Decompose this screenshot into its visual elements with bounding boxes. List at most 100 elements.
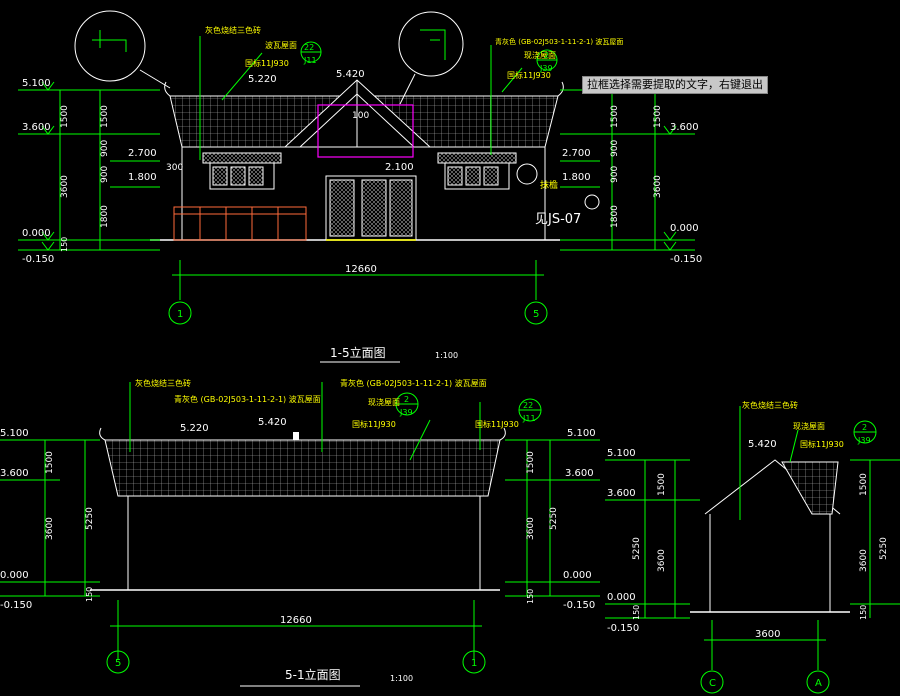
ref-num-22: 22 — [304, 43, 314, 52]
level-br-0000: 0.000 — [563, 570, 592, 581]
vdim-r-900-b: 900 — [610, 166, 620, 183]
elevation-1-5: 灰色烧结三色砖 波瓦屋面 青灰色 (GB-02J503-1-11-2-1) 波瓦… — [18, 10, 702, 363]
span-12660-top: 12660 — [345, 264, 377, 275]
note-brick-side: 灰色烧结三色砖 — [742, 400, 798, 410]
note-brick-b: 灰色烧结三色砖 — [135, 378, 191, 388]
ref-b-sheet-j11: J11 — [522, 414, 536, 423]
note-roof-spec-b2: 青灰色 (GB-02J503-1-11-2-1) 波瓦屋面 — [340, 378, 487, 388]
note-standard-b2: 国标11J930 — [475, 419, 519, 429]
vdim-b-5250: 5250 — [85, 507, 95, 530]
level-0000: 0.000 — [22, 228, 51, 239]
vdim-1500-b: 1500 — [100, 105, 110, 128]
note-standard-1: 国标11J930 — [245, 58, 289, 68]
vdim-900-b: 900 — [100, 166, 110, 183]
note-brick: 灰色烧结三色砖 — [205, 25, 261, 35]
axis-bubble-a — [806, 670, 830, 694]
span-12660-bottom: 12660 — [280, 615, 312, 626]
span-3600-side: 3600 — [755, 629, 780, 640]
ref-b-sheet-j39: J39 — [399, 408, 413, 417]
axis-bubble-1-b — [462, 650, 486, 674]
axis-bubble-1 — [168, 301, 192, 325]
vdim-s-3600: 3600 — [657, 549, 667, 572]
level-1800: 1.800 — [128, 172, 157, 183]
elevation-side: 灰色烧结三色砖 现浇屋面 国标11J930 2 J39 5.100 3.600 … — [605, 400, 900, 694]
level-b-5100: 5.100 — [0, 428, 29, 439]
note-standard-side: 国标11J930 — [800, 439, 844, 449]
vdim-r-900-a: 900 — [610, 140, 620, 157]
window-right — [437, 152, 517, 190]
ref-b-num-2: 2 — [404, 395, 409, 404]
level-s-0000: 0.000 — [607, 592, 636, 603]
ref-s-num-2: 2 — [862, 423, 867, 432]
axis-label-c: C — [709, 678, 716, 689]
axis-label-a: A — [815, 678, 822, 689]
axis-bubble-5 — [524, 301, 548, 325]
vdim-s-1500: 1500 — [657, 473, 667, 496]
dim-300: 300 — [166, 163, 183, 173]
level-right-0000: 0.000 — [670, 223, 699, 234]
level-2700: 2.700 — [128, 148, 157, 159]
window-left — [202, 152, 282, 190]
level-5220: 5.220 — [248, 74, 277, 85]
level-br-3600: 3.600 — [565, 468, 594, 479]
level-b-3600: 3.600 — [0, 468, 29, 479]
elevation-5-1: 灰色烧结三色砖 青灰色 (GB-02J503-1-11-2-1) 波瓦屋面 青灰… — [0, 378, 600, 687]
ref-sheet-j11: J11 — [303, 56, 317, 65]
detail-circle-left — [74, 10, 146, 82]
span-dimension — [172, 260, 544, 300]
vdim-r-1500-b: 1500 — [653, 105, 663, 128]
level-b-minus-0150: -0.150 — [0, 600, 32, 611]
level-br-5100: 5.100 — [567, 428, 596, 439]
vdim-sr-5250: 5250 — [879, 537, 889, 560]
vdim-sr-1500: 1500 — [859, 473, 869, 496]
note-roof-spec: 青灰色 (GB-02J503-1-11-2-1) 波瓦屋面 — [495, 37, 623, 46]
eave-curl-right — [557, 81, 564, 97]
level-s-5420: 5.420 — [748, 439, 777, 450]
vdim-r-1500: 1500 — [610, 105, 620, 128]
vdim-b-1500: 1500 — [45, 451, 55, 474]
axis-label-5-b: 5 — [115, 658, 121, 669]
ref-b-num-22: 22 — [523, 401, 533, 410]
vdim-s-5250: 5250 — [632, 537, 642, 560]
level-5420: 5.420 — [336, 69, 365, 80]
note-eave: 抹檐 — [540, 179, 558, 191]
scale-top: 1:100 — [435, 351, 458, 360]
ref-s-sheet-j39: J39 — [857, 436, 871, 445]
level-marks-left — [18, 81, 160, 251]
axis-bubble-c — [700, 670, 724, 694]
note-standard-b1: 国标11J930 — [352, 419, 396, 429]
vdim-900-a: 900 — [100, 140, 110, 157]
level-right-2700: 2.700 — [562, 148, 591, 159]
vdim-r-3600: 3600 — [653, 175, 663, 198]
level-3600: 3.600 — [22, 122, 51, 133]
ref-num-2: 2 — [544, 51, 549, 60]
vdim-br-150: 150 — [526, 589, 535, 604]
level-b-5220: 5.220 — [180, 423, 209, 434]
selection-tooltip: 拉框选择需要提取的文字，右键退出 — [582, 76, 768, 94]
vdim-1800: 1800 — [100, 205, 110, 228]
central-doors — [325, 175, 417, 241]
axis-label-1: 1 — [177, 309, 183, 320]
note-cast-roof-b: 现浇屋面 — [368, 397, 400, 407]
level-s-minus-0150: -0.150 — [607, 623, 639, 634]
note-standard-2: 国标11J930 — [507, 70, 551, 80]
title-5-1: 5-1立面图 — [285, 667, 341, 682]
vdim-3600-a: 3600 — [60, 175, 70, 198]
note-roof-spec-b1: 青灰色 (GB-02J503-1-11-2-1) 波瓦屋面 — [174, 394, 321, 404]
level-5100: 5.100 — [22, 78, 51, 89]
axis-label-1-b: 1 — [471, 658, 477, 669]
level-b-0000: 0.000 — [0, 570, 29, 581]
vdim-b-3600: 3600 — [45, 517, 55, 540]
title-1-5: 1-5立面图 — [330, 345, 386, 360]
eave-curl-left — [164, 81, 171, 97]
level-right-1800: 1.800 — [562, 172, 591, 183]
vdim-br-5250: 5250 — [549, 507, 559, 530]
level-minus-0150: -0.150 — [22, 254, 54, 265]
vdim-br-1500: 1500 — [526, 451, 536, 474]
dim-100: 100 — [352, 111, 369, 121]
note-cast-roof-side: 现浇屋面 — [793, 421, 825, 431]
level-right-minus-0150: -0.150 — [670, 254, 702, 265]
vdim-br-3600: 3600 — [526, 517, 536, 540]
level-s-3600: 3.600 — [607, 488, 636, 499]
